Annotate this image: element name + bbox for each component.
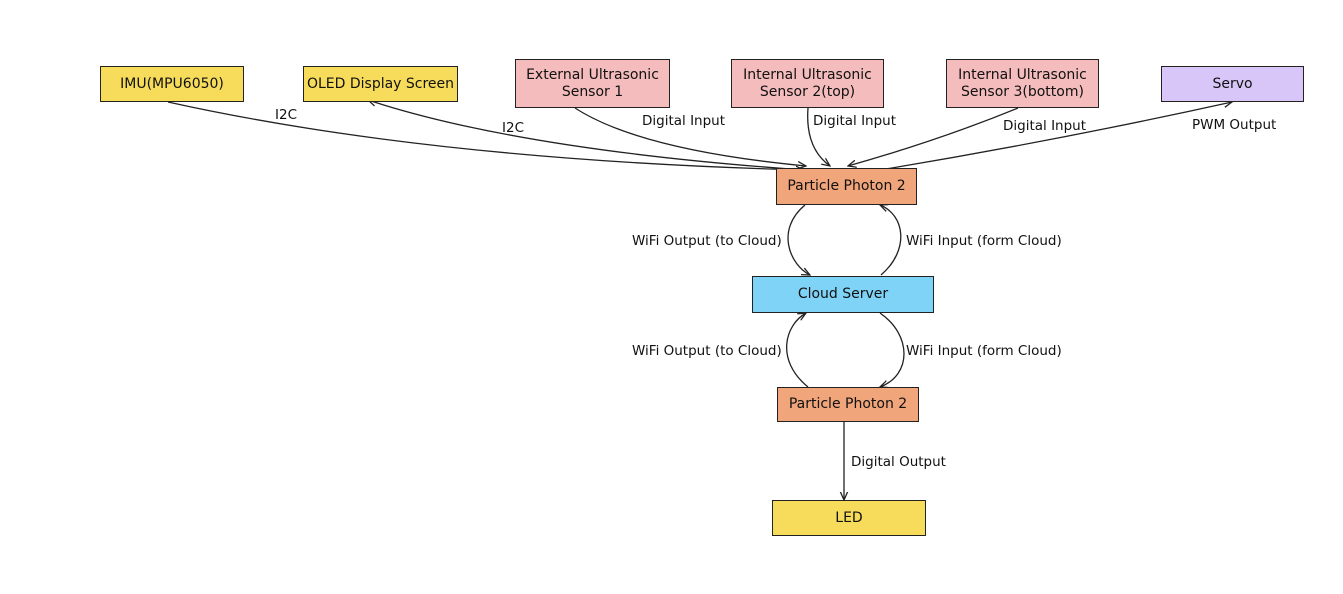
edge-int-top-to-photon xyxy=(807,107,830,166)
edge-imu-to-photon xyxy=(167,101,804,170)
edge-cloud-to-photon2 xyxy=(880,312,905,387)
ext-ultra-digital-label: Digital Input xyxy=(642,113,726,129)
internal-ultrasonic-top-node: Internal Ultrasonic Sensor 2(top) xyxy=(731,59,884,108)
led-node: LED xyxy=(772,500,926,536)
servo-node: Servo xyxy=(1161,66,1304,102)
edge-photon1-to-cloud xyxy=(787,204,810,275)
int-top-digital-label: Digital Input xyxy=(813,113,897,129)
wifi-input-upper-label: WiFi Input (form Cloud) xyxy=(906,233,1062,249)
edge-photon2-to-cloud xyxy=(785,313,809,388)
servo-pwm-label: PWM Output xyxy=(1192,117,1277,133)
cloud-server-node: Cloud Server xyxy=(752,276,934,313)
wifi-output-upper-label: WiFi Output (to Cloud) xyxy=(632,233,782,249)
imu-node: IMU(MPU6050) xyxy=(100,66,244,102)
particle-photon-primary-node: Particle Photon 2 xyxy=(776,168,917,205)
edge-cloud-to-photon1 xyxy=(880,205,902,276)
edge-int-bottom-to-photon xyxy=(848,107,1019,166)
wifi-output-lower-label: WiFi Output (to Cloud) xyxy=(632,343,782,359)
int-bottom-digital-label: Digital Input xyxy=(1003,118,1087,134)
led-digital-output-label: Digital Output xyxy=(851,454,946,470)
external-ultrasonic-sensor-node: External Ultrasonic Sensor 1 xyxy=(515,59,670,108)
edge-photon-to-servo xyxy=(879,102,1232,171)
oled-display-node: OLED Display Screen xyxy=(303,66,458,102)
wifi-input-lower-label: WiFi Input (form Cloud) xyxy=(906,343,1062,359)
oled-i2c-label: I2C xyxy=(502,120,524,136)
edge-photon-to-oled xyxy=(368,100,805,171)
internal-ultrasonic-bottom-node: Internal Ultrasonic Sensor 3(bottom) xyxy=(946,59,1099,108)
particle-photon-secondary-node: Particle Photon 2 xyxy=(777,387,919,422)
imu-i2c-label: I2C xyxy=(275,107,297,123)
edge-ext-ultra-to-photon xyxy=(574,107,806,166)
